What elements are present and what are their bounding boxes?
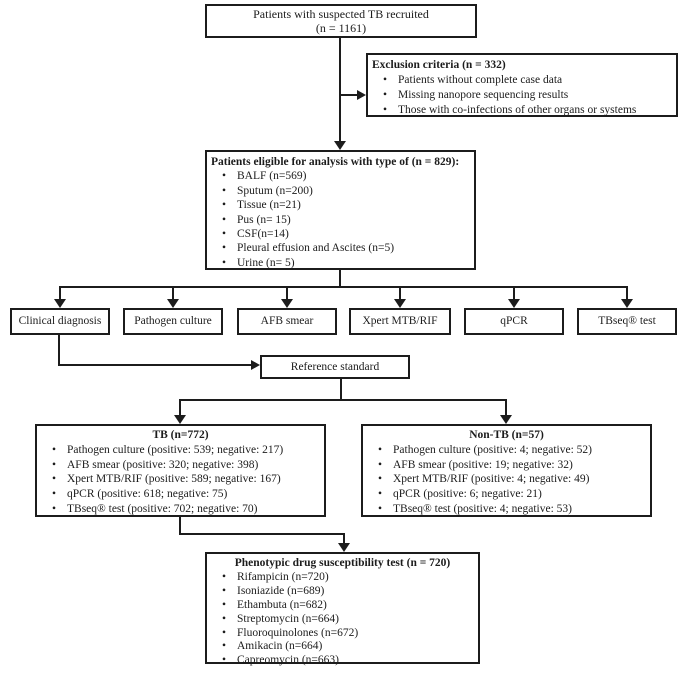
test-box-label: Xpert MTB/RIF (362, 315, 438, 327)
list-item: Pleural effusion and Ascites (n=5) (220, 241, 470, 256)
list-item: Ethambuta (n=682) (220, 599, 474, 613)
list-item: Xpert MTB/RIF (positive: 589; negative: … (50, 472, 320, 487)
list-item: Those with co-infections of other organs… (381, 103, 672, 118)
test-box-label: qPCR (500, 315, 528, 327)
list-item: Isoniazide (n=689) (220, 585, 474, 599)
arrowhead-into-qpcr (508, 299, 520, 308)
non-tb-box: Non-TB (n=57) Pathogen culture (positive… (361, 424, 652, 517)
list-item: Streptomycin (n=664) (220, 613, 474, 627)
list-item: TBseq® test (positive: 702; negative: 70… (50, 502, 320, 517)
connector-stub-6 (626, 286, 628, 300)
test-box-clinical-diagnosis: Clinical diagnosis (10, 308, 110, 335)
test-box-label: AFB smear (260, 315, 314, 327)
non-tb-box-list: Pathogen culture (positive: 4; negative:… (367, 443, 646, 517)
connector-stub-1 (59, 286, 61, 300)
connector-stub-5 (513, 286, 515, 300)
arrowhead-into-nontb (500, 415, 512, 424)
list-item: Patients without complete case data (381, 73, 672, 88)
non-tb-box-title: Non-TB (n=57) (469, 429, 544, 441)
tb-box-title: TB (n=772) (152, 429, 209, 441)
connector-six-way-rail (59, 286, 628, 288)
reference-standard-box: Reference standard (260, 355, 410, 379)
connector-to-nontb (505, 399, 507, 416)
connector-stub-2 (172, 286, 174, 300)
phenotypic-dst-box: Phenotypic drug susceptibility test (n =… (205, 552, 480, 668)
connector-pheno-down (343, 533, 345, 544)
recruited-box-line2: (n = 1161) (315, 21, 367, 35)
list-item: Pus (n= 15) (220, 213, 470, 228)
connector-tb-down (179, 516, 181, 535)
phenotypic-dst-list: Rifampicin (n=720)Isoniazide (n=689)Etha… (211, 571, 474, 668)
list-item: Sputum (n=200) (220, 184, 470, 199)
connector-eligible-down (339, 269, 341, 288)
list-item: AFB smear (positive: 19; negative: 32) (376, 458, 646, 473)
test-box-label: TBseq® test (598, 315, 656, 327)
exclusion-box-title: Exclusion criteria (n = 332) (372, 59, 506, 71)
reference-standard-label: Reference standard (290, 360, 380, 373)
test-box-afb-smear: AFB smear (237, 308, 337, 335)
arrowhead-into-reference (251, 360, 260, 370)
test-box-xpert-mtb-rif: Xpert MTB/RIF (349, 308, 451, 335)
list-item: CSF(n=14) (220, 227, 470, 242)
list-item: AFB smear (positive: 320; negative: 398) (50, 458, 320, 473)
list-item: Capreomycin (n=663) (220, 654, 474, 668)
test-box-label: Clinical diagnosis (18, 315, 102, 327)
connector-split-rail (179, 399, 507, 401)
arrowhead-into-pheno (338, 543, 350, 552)
connector-to-tb (179, 399, 181, 416)
list-item: TBseq® test (positive: 4; negative: 53) (376, 502, 646, 517)
list-item: Amikacin (n=664) (220, 640, 474, 654)
arrowhead-into-pathogen-culture (167, 299, 179, 308)
arrowhead-into-tb (174, 415, 186, 424)
phenotypic-dst-title: Phenotypic drug susceptibility test (n =… (234, 557, 451, 569)
arrowhead-into-tbseq (621, 299, 633, 308)
list-item: Fluoroquinolones (n=672) (220, 627, 474, 641)
connector-stub-4 (399, 286, 401, 300)
test-box-pathogen-culture: Pathogen culture (123, 308, 223, 335)
connector-clinical-down (58, 335, 60, 366)
connector-clinical-to-reference (58, 364, 252, 366)
exclusion-box: Exclusion criteria (n = 332) Patients wi… (366, 53, 678, 118)
connector-tb-to-pheno (179, 533, 345, 535)
list-item: Urine (n= 5) (220, 256, 470, 271)
list-item: Rifampicin (n=720) (220, 571, 474, 585)
eligible-box-title: Patients eligible for analysis with type… (211, 156, 460, 168)
test-box-label: Pathogen culture (134, 315, 212, 327)
tb-box-list: Pathogen culture (positive: 539; negativ… (41, 443, 320, 517)
list-item: Xpert MTB/RIF (positive: 4; negative: 49… (376, 472, 646, 487)
recruited-box-line1: Patients with suspected TB recruited (253, 6, 429, 21)
exclusion-box-list: Patients without complete case dataMissi… (372, 73, 672, 118)
list-item: qPCR (positive: 6; negative: 21) (376, 487, 646, 502)
list-item: Pathogen culture (positive: 539; negativ… (50, 443, 320, 458)
connector-to-exclusion (340, 94, 359, 96)
list-item: Pathogen culture (positive: 4; negative:… (376, 443, 646, 458)
list-item: Missing nanopore sequencing results (381, 88, 672, 103)
list-item: BALF (n=569) (220, 169, 470, 184)
eligible-box: Patients eligible for analysis with type… (205, 150, 476, 271)
arrowhead-into-afb-smear (281, 299, 293, 308)
test-box-qpcr: qPCR (464, 308, 564, 335)
eligible-box-list: BALF (n=569)Sputum (n=200)Tissue (n=21)P… (211, 169, 470, 270)
connector-reference-down (340, 378, 342, 401)
list-item: qPCR (positive: 618; negative: 75) (50, 487, 320, 502)
recruited-box: Patients with suspected TB recruited (n … (205, 4, 477, 38)
connector-stub-3 (286, 286, 288, 300)
arrowhead-into-exclusion (357, 90, 366, 100)
arrowhead-into-xpert (394, 299, 406, 308)
connector-top-to-eligible (339, 37, 341, 143)
arrowhead-into-eligible (334, 141, 346, 150)
tb-box: TB (n=772) Pathogen culture (positive: 5… (35, 424, 326, 517)
list-item: Tissue (n=21) (220, 198, 470, 213)
arrowhead-into-clinical-diagnosis (54, 299, 66, 308)
test-box-tbseq: TBseq® test (577, 308, 677, 335)
